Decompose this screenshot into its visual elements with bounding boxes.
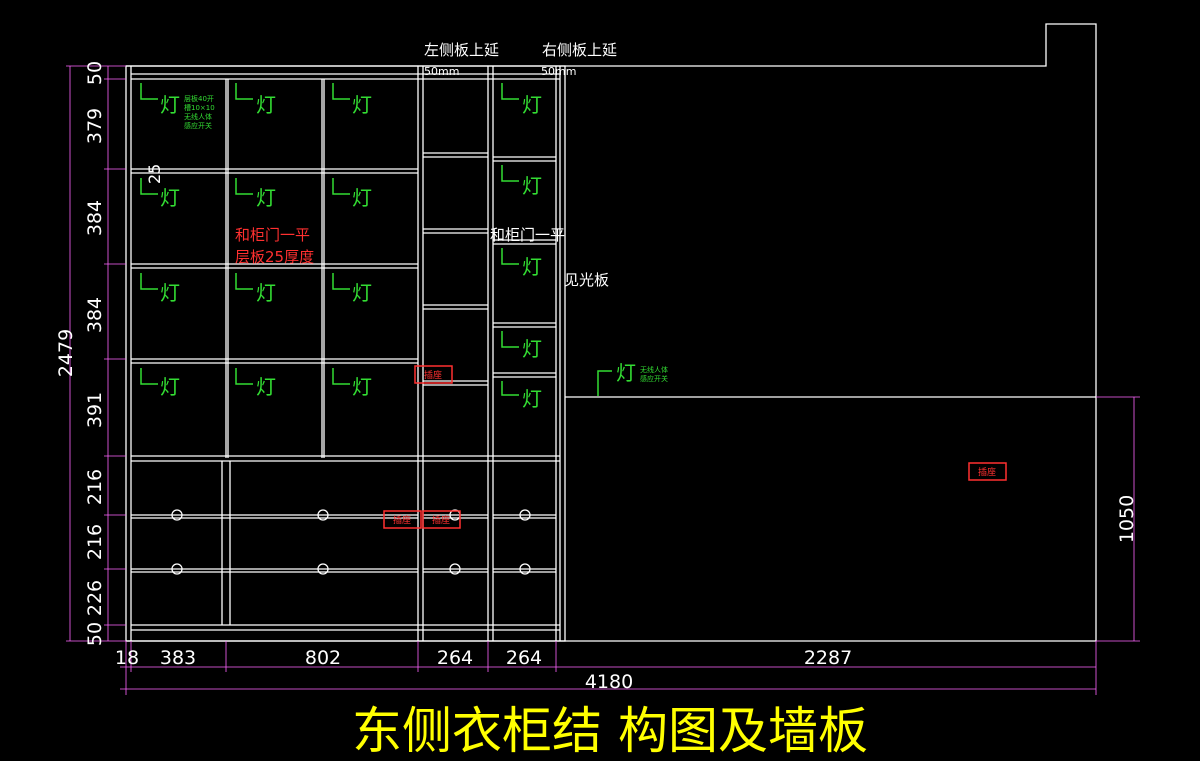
height-dim-3: 384 (84, 200, 106, 236)
height-dim-4: 384 (84, 297, 106, 333)
drawer-knobs (171, 509, 531, 575)
lamp-label: 灯 (522, 93, 542, 117)
lamp-note-2: 无线人体 感应开关 (640, 365, 668, 383)
drawer-section (131, 461, 556, 625)
height-dim-7: 216 (84, 524, 106, 560)
wall-outline (126, 23, 1097, 642)
socket-label: 插座 (432, 514, 450, 526)
height-dim-2: 379 (84, 108, 106, 144)
drawing-title: 东侧衣柜结 构图及墙板 (352, 702, 868, 760)
shelf-thickness-note: 层板25厚度 (235, 248, 314, 266)
drawer-knob (171, 509, 183, 521)
socket-icon (383, 510, 422, 529)
bottom-dimension-chain: 18 383 802 264 264 2287 4180 (115, 641, 1097, 695)
lamp-label: 灯 (160, 375, 180, 399)
lamp-note-1: 层板40开 槽10×10 无线人体 感应开关 (184, 94, 215, 130)
height-dim-8: 226 (84, 580, 106, 616)
height-dim-5: 391 (84, 392, 106, 428)
right-panel-extension-note: 右侧板上延 (542, 41, 617, 59)
width-dim-2: 383 (160, 647, 196, 669)
left-panel-extension-note: 左侧板上延 (424, 41, 499, 59)
socket-icon (422, 510, 461, 529)
flush-with-door-note: 和柜门一平 (235, 226, 310, 244)
socket-label: 插座 (393, 514, 411, 526)
lamp-note-line: 无线人体 (640, 365, 668, 374)
socket-height-dim: 1050 (1116, 495, 1138, 543)
lamp-label: 灯 (522, 387, 542, 411)
sockets: 插座 插座 插座 插座 (383, 365, 1007, 529)
lamp-label: 灯 (522, 174, 542, 198)
width-dim-4: 264 (437, 647, 473, 669)
socket-label: 插座 (978, 466, 996, 478)
drawer-knob (317, 509, 329, 521)
right-dimension: 1050 (1096, 396, 1140, 642)
shelf-thickness-25: 25 (145, 164, 164, 184)
socket-icon (414, 365, 453, 384)
lamp-label: 灯 (352, 375, 372, 399)
upper-left-shelves (131, 79, 560, 462)
width-dim-5: 264 (506, 647, 542, 669)
lamp-note-line: 感应开关 (640, 374, 668, 383)
lamps: 灯 灯 灯 灯 灯 灯 灯 灯 灯 灯 灯 灯 灯 灯 灯 灯 灯 灯 (140, 83, 636, 411)
lamp-note-line: 感应开关 (184, 121, 212, 130)
lamp-note-line: 层板40开 (184, 94, 214, 103)
drawer-knob (519, 509, 531, 521)
lamp-label: 灯 (352, 93, 372, 117)
right-column-shelves (493, 156, 556, 378)
lamp-label: 灯 (352, 186, 372, 210)
lamp-label: 灯 (256, 186, 276, 210)
lamp-label: 灯 (256, 375, 276, 399)
drawer-knob (317, 563, 329, 575)
lamp-label: 灯 (522, 255, 542, 279)
drawer-knob (519, 563, 531, 575)
cabinet-frame (125, 65, 566, 642)
lamp-label: 灯 (160, 281, 180, 305)
width-dim-1: 18 (115, 647, 139, 669)
width-dim-3: 802 (305, 647, 341, 669)
drawer-knob (449, 563, 461, 575)
left-dimension-chain: 50 379 384 384 391 216 216 226 50 2479 (55, 61, 126, 646)
lamp-note-line: 槽10×10 (184, 103, 215, 112)
socket-icon (968, 462, 1007, 481)
lamp-label: 灯 (522, 337, 542, 361)
height-dim-9: 50 (84, 622, 106, 646)
flush-with-door-note-white: 和柜门一平 (490, 226, 565, 244)
height-dim-1: 50 (84, 61, 106, 85)
right-extension-mm: 50mm (541, 65, 576, 78)
left-extension-mm: 50mm (424, 65, 459, 78)
height-dim-6: 216 (84, 469, 106, 505)
total-width-dim: 4180 (585, 671, 633, 693)
lamp-label: 灯 (160, 186, 180, 210)
lamp-note-line: 无线人体 (184, 112, 212, 121)
width-dim-6: 2287 (804, 647, 852, 669)
total-height-dim: 2479 (55, 329, 77, 377)
lamp-label: 灯 (256, 281, 276, 305)
socket-label: 插座 (424, 369, 442, 381)
lamp-label: 灯 (160, 93, 180, 117)
lamp-label: 灯 (256, 93, 276, 117)
drawer-knob (171, 563, 183, 575)
middle-column-shelves (423, 152, 488, 386)
visible-panel-note: 见光板 (564, 271, 609, 289)
lamp-label: 灯 (352, 281, 372, 305)
lamp-label: 灯 (616, 361, 636, 385)
